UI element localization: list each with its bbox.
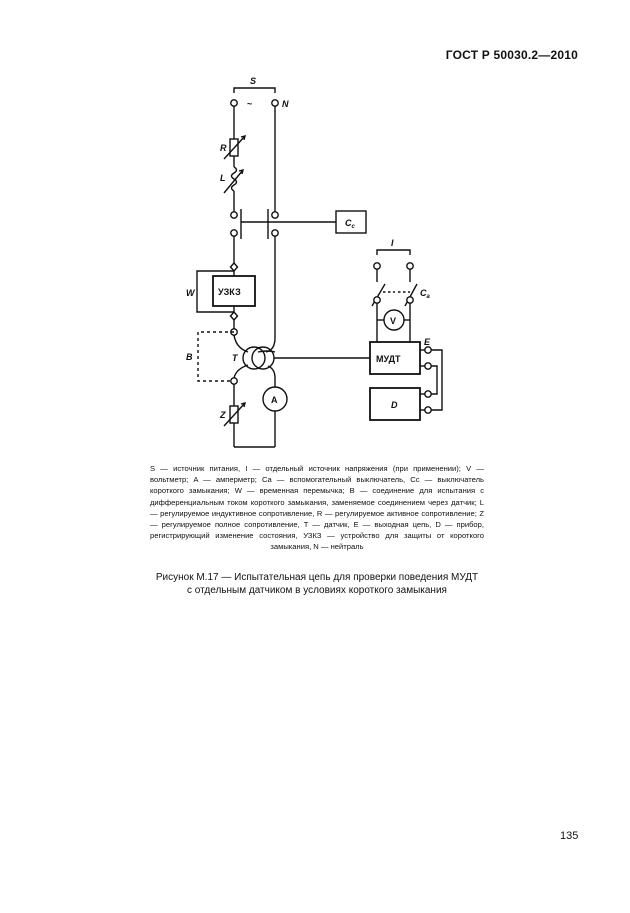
inductor-l — [230, 166, 238, 192]
label-ca: Ca — [420, 288, 431, 300]
mudt-box — [369, 341, 421, 375]
source-bracket — [233, 87, 276, 93]
label-z: Z — [219, 410, 226, 420]
terminal-s — [230, 99, 238, 107]
device-d-box — [369, 387, 421, 421]
label-n: N — [282, 99, 289, 109]
uzkz-label: УЗКЗ — [218, 287, 241, 297]
standard-header: ГОСТ Р 50030.2—2010 — [445, 48, 578, 62]
label-w: W — [186, 288, 196, 298]
test-circuit-diagram: S ~ N R L Cc I Ca W УЗКЗ V МУДТ E B T A … — [186, 76, 443, 448]
label-t: T — [232, 353, 239, 363]
label-e: E — [424, 337, 431, 347]
sensor-t-left — [242, 346, 266, 370]
caption-line-2: с отдельным датчиком в условиях коротког… — [187, 584, 447, 596]
switch-cc-box — [335, 210, 367, 234]
mudt-label: МУДТ — [376, 354, 401, 364]
label-l: L — [220, 173, 226, 183]
voltmeter-v — [383, 309, 405, 331]
jumper-w-bracket — [196, 270, 234, 313]
terminal-n — [271, 99, 279, 107]
label-i: I — [391, 238, 394, 248]
label-s: S — [250, 76, 256, 86]
label-tilde: ~ — [247, 99, 252, 109]
figure-caption: Рисунок М.17 — Испытательная цепь для пр… — [152, 572, 482, 597]
source-i-bracket — [376, 249, 411, 255]
legend-text: S — источник питания, I — отдельный исто… — [150, 464, 484, 552]
output-e-wires — [431, 349, 443, 411]
device-d-label: D — [391, 400, 398, 410]
page-number: 135 — [560, 830, 579, 842]
label-cc: Cc — [345, 218, 356, 230]
label-r: R — [220, 143, 227, 153]
connection-b-dashed — [197, 331, 234, 382]
voltmeter-label: V — [390, 316, 396, 326]
label-b: B — [186, 352, 193, 362]
caption-line-1: Рисунок М.17 — Испытательная цепь для пр… — [155, 572, 479, 583]
ammeter-label: A — [271, 395, 278, 405]
sensor-t-right — [251, 346, 275, 370]
